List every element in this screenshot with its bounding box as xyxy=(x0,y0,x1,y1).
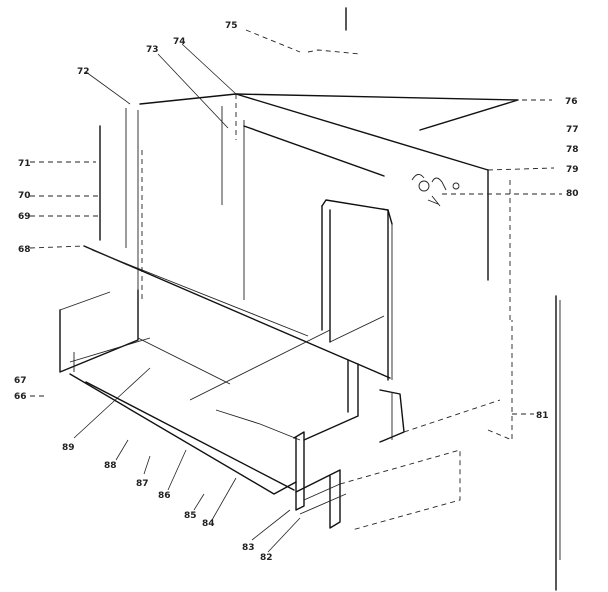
callout-69: 69 xyxy=(18,212,31,222)
bottom-tray-left xyxy=(59,289,151,373)
callout-67: 67 xyxy=(14,376,27,386)
callout-73: 73 xyxy=(146,45,159,55)
callout-88: 88 xyxy=(104,461,117,471)
callout-74: 74 xyxy=(173,37,186,47)
callout-72: 72 xyxy=(77,67,90,77)
cabinet-top-panel xyxy=(139,49,519,171)
leader-lines xyxy=(29,29,562,553)
door-panel xyxy=(321,199,393,381)
cabinet-side-frame xyxy=(99,106,245,330)
callout-77: 77 xyxy=(566,125,579,135)
callout-79: 79 xyxy=(566,165,579,175)
callout-85: 85 xyxy=(184,511,197,521)
callout-84: 84 xyxy=(202,519,215,529)
base-tray xyxy=(69,329,331,495)
callout-86: 86 xyxy=(158,491,171,501)
callout-83: 83 xyxy=(242,543,255,553)
front-brace-rail xyxy=(83,245,391,379)
callout-76: 76 xyxy=(565,97,578,107)
switch-controls xyxy=(411,174,460,207)
right-slide-bracket xyxy=(293,359,359,529)
callout-78: 78 xyxy=(566,145,579,155)
callout-80: 80 xyxy=(566,189,579,199)
rear-slide-bracket xyxy=(339,389,501,531)
cabinet-back-panel xyxy=(235,94,513,441)
callout-68: 68 xyxy=(18,245,31,255)
callout-82: 82 xyxy=(260,553,273,563)
callout-75: 75 xyxy=(225,21,238,31)
callout-labels: 75 74 73 72 76 77 78 79 80 71 70 69 68 6… xyxy=(14,21,579,563)
callout-66: 66 xyxy=(14,392,27,402)
callout-87: 87 xyxy=(136,479,149,489)
callout-89: 89 xyxy=(62,443,75,453)
callout-71: 71 xyxy=(18,159,31,169)
callout-81: 81 xyxy=(536,411,549,421)
callout-70: 70 xyxy=(18,191,31,201)
